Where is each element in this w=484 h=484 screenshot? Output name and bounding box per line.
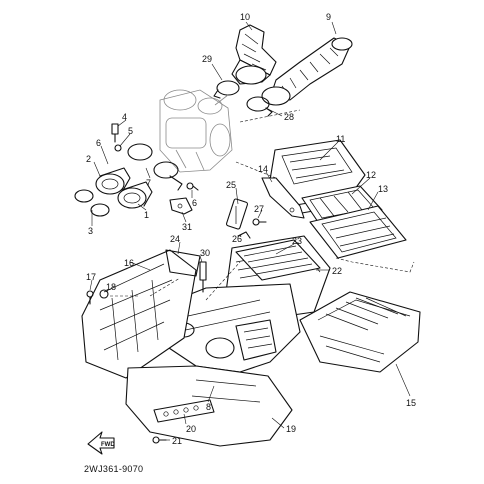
intake-hose-10[interactable] — [231, 24, 277, 85]
callout-5: 5 — [128, 126, 133, 136]
drain-plug-25[interactable] — [225, 198, 249, 230]
o-ring-3[interactable] — [74, 189, 110, 217]
forward-direction-arrow: FWD — [87, 431, 115, 455]
callout-22: 22 — [332, 266, 342, 276]
callout-17: 17 — [86, 272, 96, 282]
callout-18: 18 — [106, 282, 116, 292]
washer-5[interactable] — [114, 144, 122, 152]
callout-12: 12 — [366, 170, 376, 180]
callout-25: 25 — [226, 180, 236, 190]
callout-15: 15 — [406, 398, 416, 408]
callout-29: 29 — [202, 54, 212, 64]
callout-2: 2 — [86, 154, 91, 164]
air-duct-cover-15[interactable] — [299, 291, 421, 373]
callout-6b: 6 — [192, 198, 197, 208]
duct-14[interactable] — [261, 177, 305, 219]
callout-13: 13 — [378, 184, 388, 194]
callout-26: 26 — [232, 234, 242, 244]
assembly-lines — [110, 109, 415, 301]
callout-7: 7 — [146, 178, 151, 188]
callout-9: 9 — [326, 12, 331, 22]
callout-16: 16 — [124, 258, 134, 268]
carburetor-assembly — [159, 89, 233, 173]
air-filter-element-13[interactable] — [309, 205, 407, 259]
gasket-24[interactable] — [165, 249, 201, 277]
callout-20: 20 — [186, 424, 196, 434]
callout-10: 10 — [240, 12, 250, 22]
bolt-30[interactable] — [199, 261, 207, 293]
emblem-20[interactable] — [153, 399, 215, 423]
callout-28: 28 — [284, 112, 294, 122]
intake-hose-9[interactable] — [261, 37, 353, 106]
bracket-31[interactable] — [169, 197, 193, 215]
callout-11: 11 — [336, 134, 345, 144]
airbox-cover-16[interactable] — [81, 249, 197, 379]
bolt-17[interactable] — [86, 290, 94, 305]
washer-18[interactable] — [99, 289, 109, 299]
carburetor-joint-2[interactable] — [95, 167, 131, 195]
callout-23: 23 — [292, 236, 302, 246]
screw-27[interactable] — [252, 218, 267, 226]
screw-4[interactable] — [111, 123, 119, 143]
callout-4: 4 — [122, 112, 127, 122]
callout-19: 19 — [286, 424, 296, 434]
hose-clamp-29[interactable] — [213, 80, 240, 99]
carburetor-joint-1[interactable] — [117, 181, 153, 209]
callout-31: 31 — [182, 222, 192, 232]
callout-3: 3 — [88, 226, 93, 236]
clamp-7[interactable] — [127, 143, 183, 191]
clip-26[interactable] — [237, 231, 251, 239]
callout-6a: 6 — [96, 138, 101, 148]
bolt-6[interactable] — [186, 182, 199, 191]
callout-14: 14 — [258, 164, 268, 174]
callout-21: 21 — [172, 436, 182, 446]
callout-27: 27 — [254, 204, 264, 214]
callout-30: 30 — [200, 248, 210, 258]
callout-8: 8 — [206, 402, 211, 412]
callout-1: 1 — [144, 210, 149, 220]
fwd-label: FWD — [101, 442, 115, 448]
drawing-code: 2WJ361-9070 — [84, 464, 143, 474]
leader-lines — [89, 21, 411, 441]
callout-labels: 10 9 29 28 4 5 6 2 3 1 7 6 31 11 14 12 1… — [86, 12, 416, 446]
callout-24: 24 — [170, 234, 180, 244]
air-filter-element-23[interactable] — [235, 239, 321, 281]
